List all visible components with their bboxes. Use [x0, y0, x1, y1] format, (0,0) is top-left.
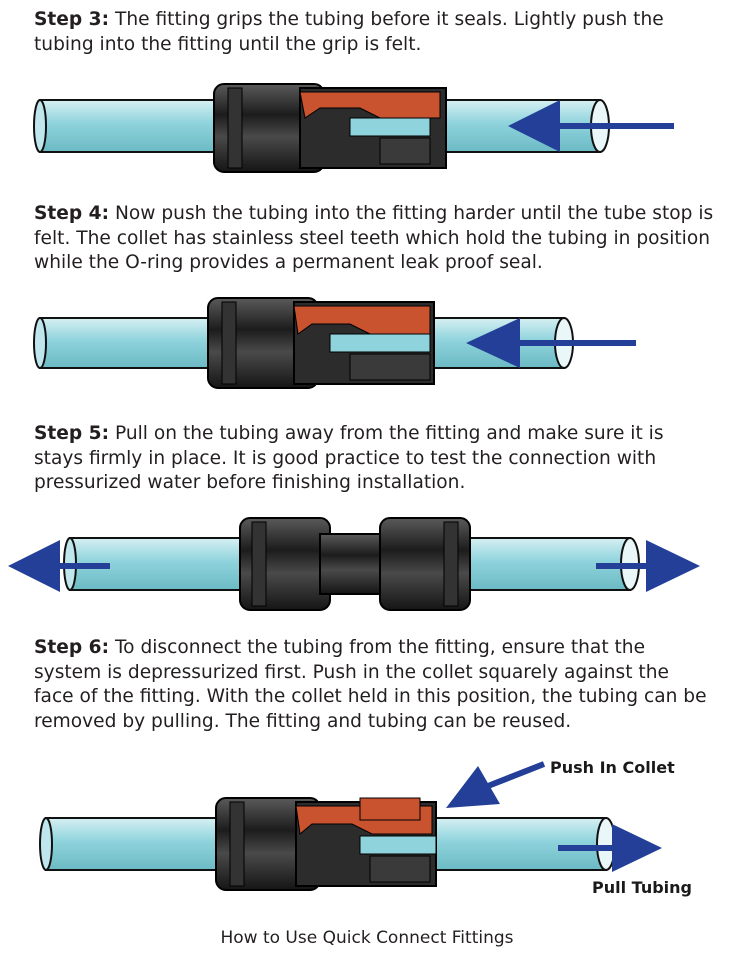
- pull-tubing-label: Pull Tubing: [592, 878, 692, 897]
- step-6-label: Step 6:: [34, 637, 110, 658]
- fitting: [215, 797, 437, 891]
- union-fitting: [239, 517, 471, 611]
- step-6-text: Step 6: To disconnect the tubing from th…: [34, 636, 714, 734]
- arrow-left-icon: [466, 318, 636, 368]
- arrow-right-icon: [558, 824, 662, 872]
- step-3-illustration: [33, 83, 674, 173]
- push-in-collet-label: Push In Collet: [550, 758, 675, 777]
- step-4-text: Step 4: Now push the tubing into the fit…: [34, 202, 714, 276]
- fitting: [207, 297, 435, 389]
- step-5-illustration: [8, 517, 700, 611]
- step-3-text: Step 3: The fitting grips the tubing bef…: [34, 8, 714, 57]
- step-3-label: Step 3:: [34, 9, 110, 30]
- step-6-illustration: [39, 761, 662, 891]
- step-4-illustration: [33, 297, 636, 389]
- step-5-body: Pull on the tubing away from the fitting…: [34, 423, 664, 493]
- step-5-label: Step 5:: [34, 423, 110, 444]
- arrow-push-icon: [446, 761, 546, 808]
- fitting: [213, 83, 447, 173]
- step-6-body: To disconnect the tubing from the fittin…: [34, 637, 707, 732]
- caption: How to Use Quick Connect Fittings: [220, 928, 514, 948]
- arrow-left-icon: [508, 100, 674, 152]
- arrow-left-icon: [8, 540, 110, 592]
- step-4-body: Now push the tubing into the fitting har…: [34, 203, 714, 273]
- step-5-text: Step 5: Pull on the tubing away from the…: [34, 422, 714, 496]
- step-4-label: Step 4:: [34, 203, 110, 224]
- step-3-body: The fitting grips the tubing before it s…: [34, 9, 664, 55]
- arrow-right-icon: [596, 540, 700, 592]
